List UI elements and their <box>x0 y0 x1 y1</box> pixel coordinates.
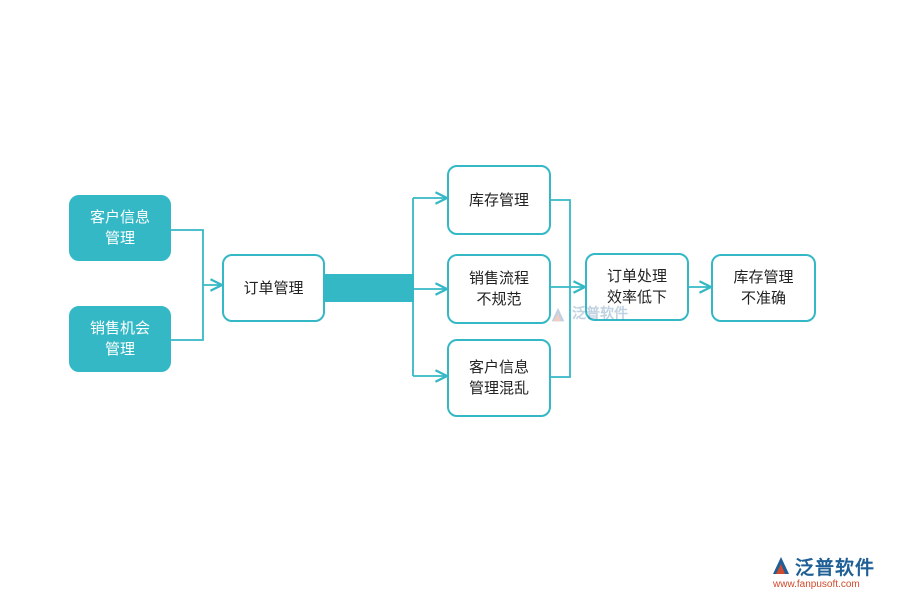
node-order-mgmt: 订单管理 <box>222 254 325 322</box>
fanpu-logo-icon <box>551 307 565 322</box>
node-line: 客户信息 <box>468 358 529 376</box>
node-inventory-mgmt-inaccurate: 库存管理 不准确 <box>711 254 816 322</box>
node-line: 效率低下 <box>606 288 667 306</box>
node-customer-info-mgmt: 客户信息 管理 <box>69 195 171 261</box>
merge-bracket <box>551 199 571 378</box>
watermark-text: 泛普软件 <box>572 306 628 322</box>
node-line: 管理混乱 <box>468 379 529 397</box>
brand-name: 泛普软件 <box>795 557 876 579</box>
node-inventory-mgmt: 库存管理 <box>447 165 551 235</box>
brand-url: www.fanpusoft.com <box>773 579 860 590</box>
watermark: 泛普软件 <box>548 303 658 329</box>
node-line: 销售机会 <box>89 319 150 337</box>
node-line: 管理 <box>104 340 135 358</box>
node-line: 订单处理 <box>606 267 667 285</box>
node-customer-info-chaos: 客户信息 管理混乱 <box>447 339 551 417</box>
fanpu-logo-icon <box>773 557 789 574</box>
connector-customer-info <box>171 229 204 341</box>
node-line: 订单管理 <box>243 278 304 297</box>
node-sales-process-irregular: 销售流程 不规范 <box>447 254 551 324</box>
brand-logo: 泛普软件 www.fanpusoft.com <box>770 553 895 593</box>
node-line: 不准确 <box>740 289 786 307</box>
node-line: 销售流程 <box>468 269 529 287</box>
node-line: 客户信息 <box>89 208 150 226</box>
node-order-processing-inefficient: 订单处理 效率低下 <box>585 253 689 321</box>
node-line: 管理 <box>104 229 135 247</box>
node-sales-opportunity-mgmt: 销售机会 管理 <box>69 306 171 372</box>
node-line: 不规范 <box>476 290 522 308</box>
order-mgmt-connector-bar <box>325 274 414 302</box>
node-line: 库存管理 <box>468 190 529 209</box>
node-line: 库存管理 <box>733 268 794 286</box>
